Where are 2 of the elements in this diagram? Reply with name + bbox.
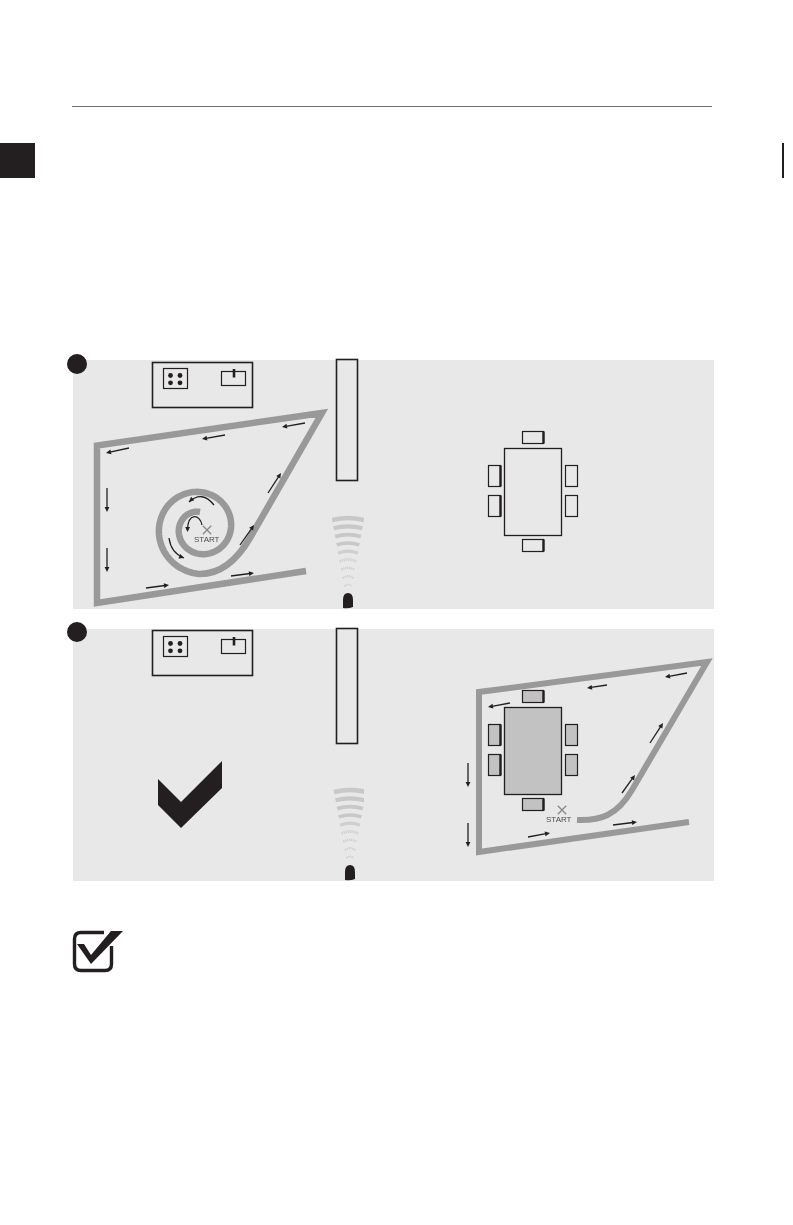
start-label: START (546, 816, 572, 824)
start-label: START (194, 536, 220, 544)
